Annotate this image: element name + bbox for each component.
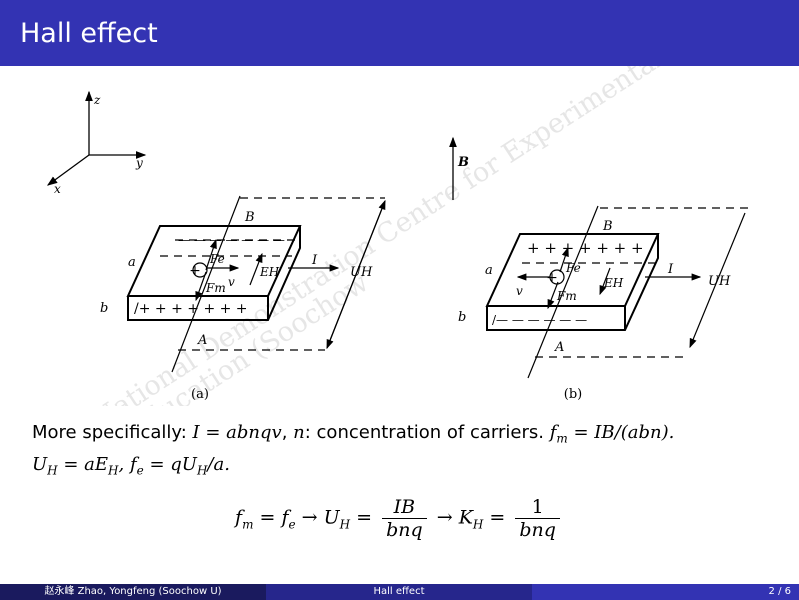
body-line-1: More specifically: I = abnqv, n: concent… [32, 422, 675, 446]
footer-title: Hall effect [266, 584, 532, 600]
svg-text:b: b [100, 301, 108, 316]
svg-text:Fe: Fe [209, 252, 225, 266]
svg-text:+: + [189, 263, 201, 279]
svg-text:/+ + + + + + +: /+ + + + + + + [134, 301, 248, 317]
footer-author: 赵永峰 Zhao, Yongfeng (Soochow U) [0, 584, 266, 600]
svg-text:EH: EH [603, 276, 624, 290]
svg-text:(b): (b) [564, 387, 582, 402]
slide-title: Hall effect [20, 18, 158, 49]
svg-text:+: + [546, 270, 558, 286]
svg-text:A: A [197, 333, 207, 348]
svg-text:B: B [244, 210, 255, 225]
panel-b [485, 205, 750, 379]
svg-text:— — — — — — —: — — — — — — — [178, 233, 285, 247]
svg-text:A: A [554, 340, 564, 355]
svg-text:v: v [516, 284, 523, 298]
body-line-2: UH = aEH, fe = qUH/a. [32, 454, 230, 478]
svg-text:B: B [602, 219, 613, 234]
svg-text:b: b [458, 310, 466, 325]
svg-text:Fe: Fe [565, 261, 581, 275]
coordinate-axes [46, 90, 147, 186]
svg-text:a: a [128, 255, 136, 270]
svg-text:+ + + + + + +: + + + + + + + [527, 239, 644, 257]
svg-text:a: a [485, 263, 493, 278]
watermark: National Demonstration Centre for Experi… [87, 66, 668, 406]
slide-footer: 赵永峰 Zhao, Yongfeng (Soochow U) Hall effe… [0, 584, 799, 600]
svg-text:I: I [311, 253, 318, 268]
svg-text:UH: UH [708, 274, 731, 289]
svg-text:v: v [228, 275, 235, 289]
svg-text:/— — — — — —: /— — — — — — [492, 313, 587, 327]
svg-text:x: x [54, 182, 61, 196]
svg-text:National Demonstration Centre: National Demonstration Centre for Experi… [87, 66, 668, 406]
footer-page-number: 2 / 6 [532, 584, 799, 600]
svg-text:Fm: Fm [556, 289, 577, 303]
svg-text:UH: UH [350, 265, 373, 280]
hall-effect-figure: National Demonstration Centre for Experi… [46, 66, 750, 406]
svg-text:z: z [93, 93, 101, 107]
panel-a [126, 195, 386, 373]
svg-text:EH: EH [259, 265, 280, 279]
svg-text:I: I [667, 262, 674, 277]
svg-text:y: y [135, 156, 143, 170]
svg-text:B: B [457, 155, 469, 170]
svg-text:(a): (a) [191, 387, 209, 402]
slide-header: Hall effect [0, 0, 799, 66]
svg-text:Fm: Fm [205, 281, 226, 295]
